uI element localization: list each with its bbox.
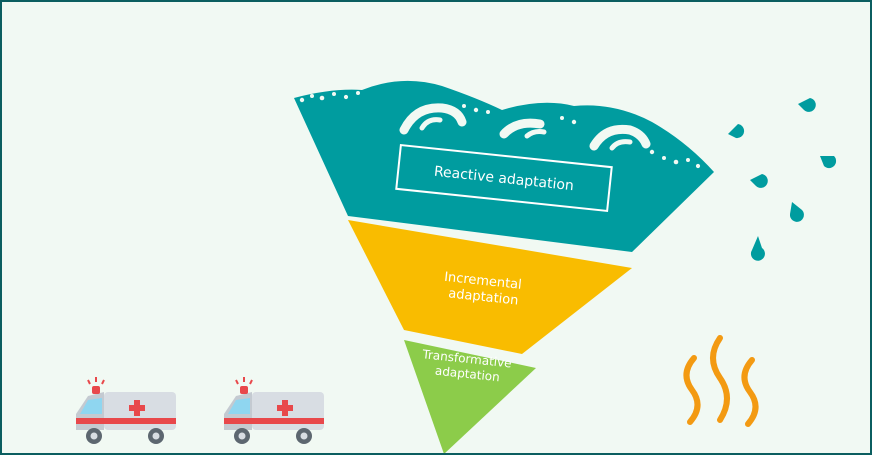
transformative-layer-shape — [404, 340, 536, 453]
transformative-layer: Transformative adaptation — [404, 340, 536, 453]
ambulance-icon — [76, 377, 176, 444]
reactive-label-box — [395, 143, 613, 213]
water-droplet-icon — [728, 124, 745, 139]
reactive-layer: Reactive adaptation — [294, 80, 714, 252]
ambulance-icon — [224, 377, 324, 444]
wave-foam — [299, 91, 701, 169]
water-droplets — [728, 98, 837, 261]
incremental-layer: Incremental adaptation — [348, 220, 632, 354]
svg-text:Incremental adaptation: Incremental adaptation — [442, 270, 527, 309]
reactive-layer-shape — [294, 80, 714, 252]
water-droplet-icon — [798, 98, 816, 112]
wave-icon — [399, 103, 651, 151]
water-droplet-icon — [789, 202, 804, 222]
incremental-layer-shape — [348, 220, 632, 354]
heat-wave-icon — [683, 335, 759, 427]
incremental-label-line2: adaptation — [448, 286, 520, 308]
water-droplet-icon — [820, 156, 837, 169]
water-droplet-icon — [750, 174, 768, 188]
water-droplet-icon — [750, 236, 765, 261]
transformative-label-line2: adaptation — [434, 364, 500, 385]
